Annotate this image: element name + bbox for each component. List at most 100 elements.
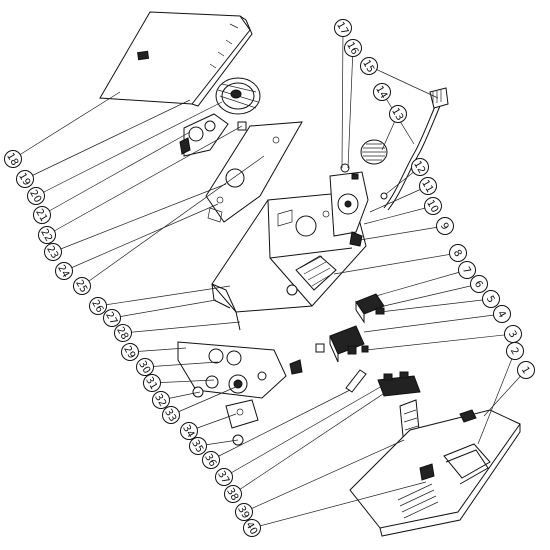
callout-label: 2: [508, 346, 521, 357]
callout-circle-30: [136, 358, 154, 376]
leader-line-1: [483, 369, 527, 417]
callout-circle-29: [121, 343, 139, 361]
leader-line-9: [359, 225, 446, 241]
leader-line-6: [383, 283, 480, 307]
leader-line-26: [97, 285, 231, 307]
callout-circle-6: [470, 275, 488, 293]
callout-circle-25: [73, 277, 91, 295]
leader-line-3: [365, 333, 514, 351]
callout-label: 6: [472, 279, 485, 290]
leader-line-39: [243, 439, 405, 513]
top-cover-panel: [99, 11, 253, 107]
wire-feeder: [179, 113, 247, 157]
leader-line-10: [363, 205, 434, 225]
callout-label: 3: [506, 329, 519, 340]
leader-line-18: [12, 91, 121, 160]
leader-line-28: [122, 321, 241, 334]
callout-circle-33: [162, 406, 180, 424]
leader-line-20: [35, 101, 223, 197]
callout-circle-20: [27, 187, 45, 205]
callout-circle-1: [517, 361, 535, 379]
callout-circle-14: [373, 83, 391, 101]
callout-circle-7: [458, 261, 476, 279]
leader-line-38: [232, 391, 387, 495]
leader-line-29: [129, 347, 187, 353]
callout-label: 9: [438, 221, 451, 232]
leader-line-8: [333, 252, 459, 275]
callout-circle-16: [344, 39, 362, 57]
leader-line-19: [24, 99, 191, 180]
callout-circle-31: [143, 374, 161, 392]
callout-circle-18: [4, 150, 22, 168]
leader-line-16: [347, 47, 354, 169]
callout-circle-23: [44, 243, 62, 261]
leader-line-25: [81, 155, 265, 287]
leader-line-33: [170, 385, 239, 416]
callout-circle-3: [504, 325, 522, 343]
fan-guard: [360, 139, 388, 165]
callout-circle-26: [89, 297, 107, 315]
callout-circle-11: [419, 177, 437, 195]
transformer: [286, 255, 337, 296]
leader-line-22: [46, 125, 243, 236]
callout-leaders: [12, 27, 527, 529]
leader-line-11: [369, 185, 429, 213]
callout-circle-39: [235, 503, 253, 521]
callout-circle-40: [243, 519, 261, 537]
leader-line-21: [41, 131, 191, 216]
leader-line-40: [251, 481, 427, 529]
leader-line-15: [368, 65, 439, 99]
callout-circle-9: [436, 217, 454, 235]
callout-label: 5: [484, 294, 497, 305]
leader-line-5: [379, 298, 492, 313]
callout-circle-17: [334, 19, 352, 37]
leader-line-7: [375, 269, 468, 297]
leader-line-4: [363, 313, 503, 333]
callout-circle-13: [389, 105, 407, 123]
callout-circle-21: [33, 206, 51, 224]
callout-circle-34: [180, 422, 198, 440]
rear-panel: [329, 171, 369, 247]
callout-circle-15: [360, 57, 378, 75]
callout-label: 8: [451, 248, 464, 259]
callout-circle-4: [493, 305, 511, 323]
power-cable: [383, 87, 449, 211]
base-plate: [349, 409, 521, 537]
callout-label: 7: [460, 265, 473, 276]
callout-circle-19: [16, 170, 34, 188]
leader-line-36: [210, 389, 351, 461]
callout-circle-27: [103, 309, 121, 327]
leader-line-27: [111, 299, 217, 319]
leader-line-30: [144, 361, 219, 368]
callout-circle-37: [215, 468, 233, 486]
callout-circle-36: [202, 451, 220, 469]
inner-partition-plate: [205, 121, 303, 223]
callout-circle-32: [152, 391, 170, 409]
leader-line-23: [52, 183, 227, 253]
callout-circle-28: [114, 324, 132, 342]
front-knobs: [192, 374, 248, 398]
front-panel: [177, 341, 303, 399]
leader-line-31: [151, 379, 215, 384]
callout-circle-22: [38, 226, 56, 244]
callout-circle-35: [189, 437, 207, 455]
callout-markers: 1234567891011121314151617181920212223242…: [4, 19, 535, 537]
leader-line-2: [477, 350, 516, 445]
electronic-modules: [315, 293, 385, 363]
small-fittings: [340, 163, 388, 200]
leader-line-17: [341, 27, 344, 169]
callout-circle-38: [224, 485, 242, 503]
callout-circle-5: [482, 290, 500, 308]
control-pcb: [225, 399, 259, 446]
leader-line-24: [63, 203, 219, 272]
callout-label: 4: [495, 309, 508, 320]
leader-line-37: [223, 385, 383, 478]
wire-spool: [215, 77, 261, 115]
callout-circle-10: [424, 197, 442, 215]
callout-circle-24: [55, 262, 73, 280]
callout-label: 1: [519, 365, 532, 376]
callout-circle-8: [449, 244, 467, 262]
main-chassis: [211, 191, 367, 331]
